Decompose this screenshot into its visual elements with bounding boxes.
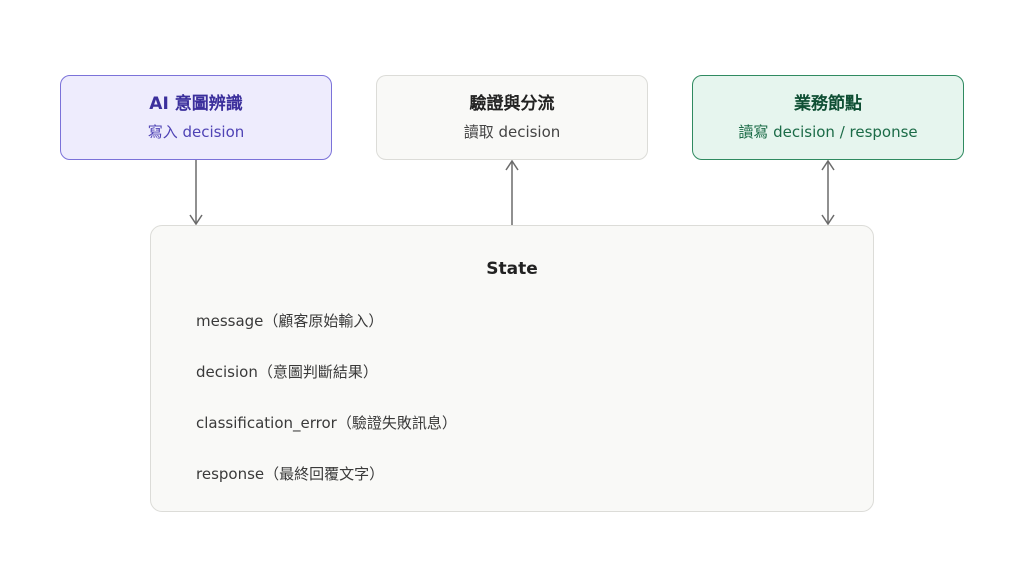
arrowhead-down-icon [821, 214, 835, 226]
arrowhead-up-icon [821, 159, 835, 171]
node-validate-subtitle: 讀取 decision [463, 123, 561, 141]
node-validate-title: 驗證與分流 [469, 94, 555, 114]
arrowhead-up-icon [505, 159, 519, 171]
state-field-response: response（最終回覆文字） [196, 465, 385, 483]
edge-state-to-validate [505, 159, 519, 225]
edge-business-state [821, 159, 835, 226]
node-validate-route: 驗證與分流 讀取 decision [376, 75, 648, 160]
node-business-subtitle: 讀寫 decision / response [738, 123, 918, 141]
node-ai-title: AI 意圖辨識 [149, 94, 243, 114]
node-ai-intent: AI 意圖辨識 寫入 decision [60, 75, 332, 160]
state-container: State message（顧客原始輸入） decision（意圖判斷結果） c… [150, 225, 874, 512]
node-business-title: 業務節點 [794, 94, 862, 114]
edge-ai-to-state [189, 160, 203, 226]
node-ai-subtitle: 寫入 decision [147, 123, 245, 141]
state-field-decision: decision（意圖判斷結果） [196, 363, 378, 381]
arrowhead-down-icon [189, 214, 203, 226]
state-field-classification-error: classification_error（驗證失敗訊息） [196, 414, 457, 432]
state-title: State [486, 259, 538, 279]
node-business: 業務節點 讀寫 decision / response [692, 75, 964, 160]
state-field-message: message（顧客原始輸入） [196, 312, 384, 330]
